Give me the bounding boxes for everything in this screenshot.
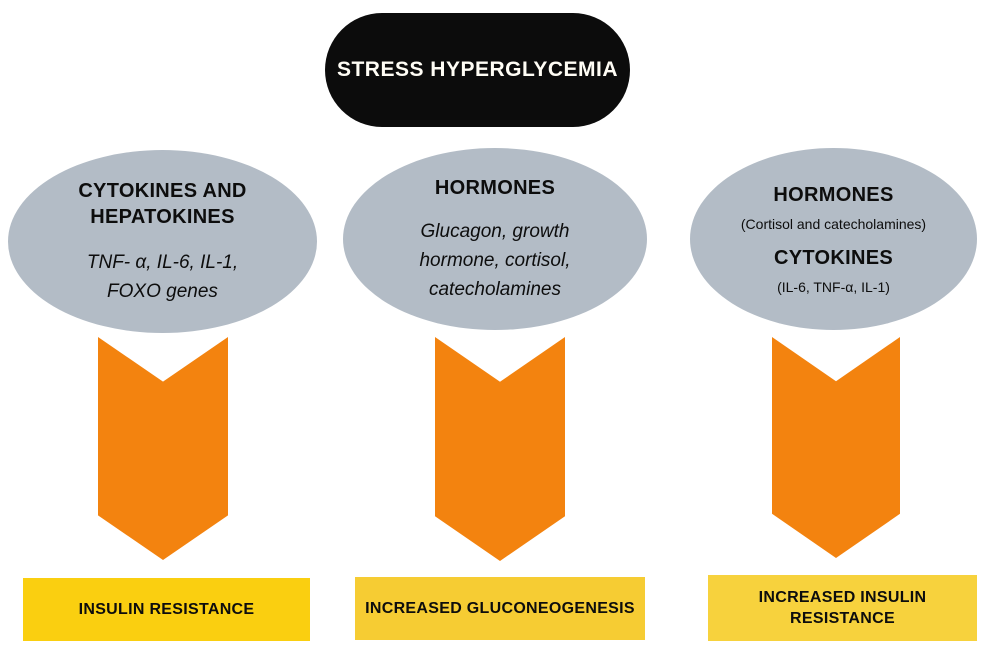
bubble-heading: HORMONES (434, 176, 556, 199)
outcome-label: INCREASED GLUCONEOGENESIS (365, 600, 635, 617)
outcome-box-increased-insulin-resistance: INCREASED INSULIN RESISTANCE (708, 575, 977, 641)
title-pill: STRESS HYPERGLYCEMIA (325, 13, 630, 127)
down-arrow-icon (772, 337, 900, 558)
bubble-heading: CYTOKINES (773, 247, 894, 269)
outcome-box-insulin-resistance: INSULIN RESISTANCE (23, 578, 310, 641)
outcome-box-increased-gluconeogenesis: INCREASED GLUCONEOGENESIS (355, 577, 645, 640)
diagram-title: STRESS HYPERGLYCEMIA (336, 58, 619, 81)
bubble-hormones: HORMONES Glucagon, growth hormone, corti… (343, 148, 647, 330)
bubble-cytokines-hepatokines: CYTOKINES AND HEPATOKINES TNF- α, IL-6, … (8, 150, 317, 333)
outcome-label: INCREASED INSULIN RESISTANCE (758, 589, 927, 627)
down-arrow-icon (98, 337, 228, 560)
bubble-body: TNF- α, IL-6, IL-1, FOXO genes (86, 251, 239, 302)
bubble-hormones-cytokines: HORMONES (Cortisol and catecholamines) C… (690, 148, 977, 330)
bubble-heading: HORMONES (773, 184, 894, 206)
down-arrow-icon (435, 337, 565, 561)
bubble-body: Glucagon, growth hormone, cortisol, cate… (419, 220, 571, 300)
outcome-label: INSULIN RESISTANCE (78, 601, 255, 618)
bubble-subtext: (Cortisol and catecholamines) (740, 216, 927, 232)
bubble-subtext: (IL-6, TNF-α, IL-1) (777, 279, 890, 295)
bubble-heading: CYTOKINES AND HEPATOKINES (78, 179, 247, 228)
